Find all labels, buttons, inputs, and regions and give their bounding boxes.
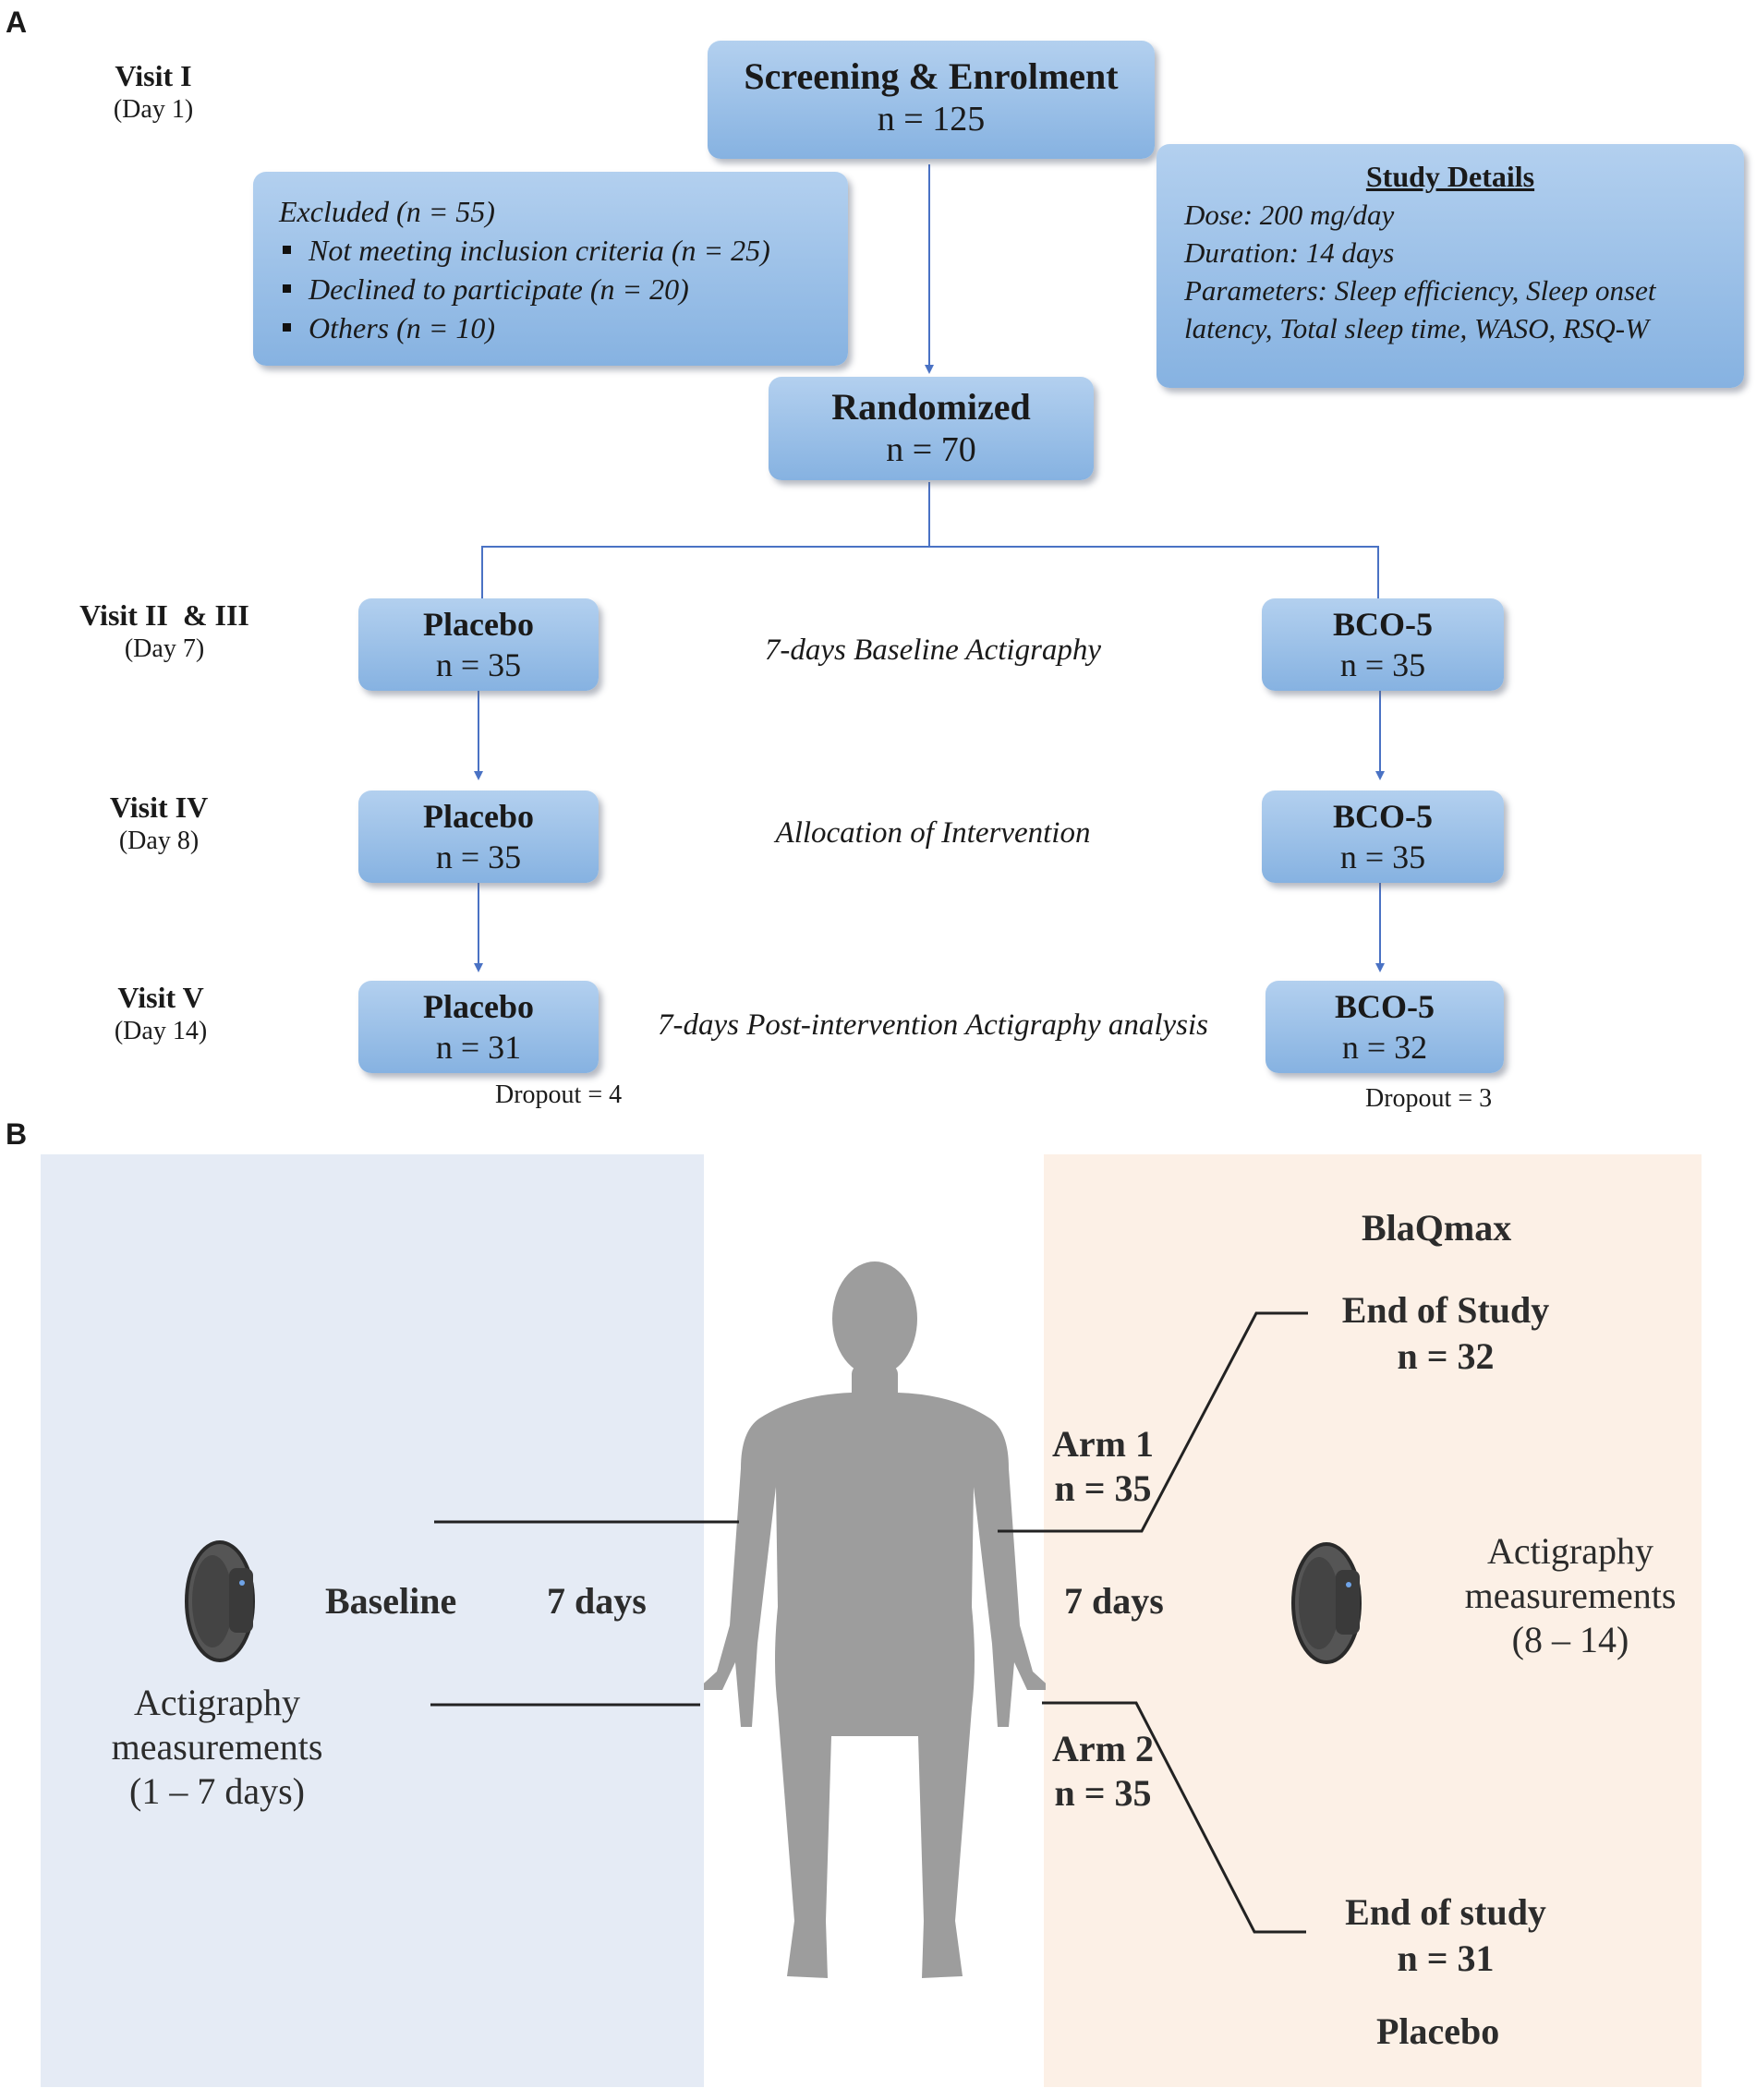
excluded-box: Excluded (n = 55) Not meeting inclusion …	[253, 172, 848, 366]
intervention-days-label: 7 days	[1064, 1580, 1164, 1622]
arm-2-n: n = 35	[1054, 1772, 1152, 1814]
screening-n: n = 125	[877, 100, 986, 139]
placebo-n: n = 31	[435, 1029, 522, 1066]
phase-post-label: 7-days Post-intervention Actigraphy anal…	[657, 1008, 1209, 1042]
actigraphy-band-icon	[1291, 1542, 1362, 1664]
arm-1-label: Arm 1	[1052, 1423, 1154, 1465]
bco-n: n = 32	[1341, 1029, 1428, 1066]
arm-2-label-group: Arm 2 n = 35	[1038, 1727, 1168, 1816]
placebo-n: n = 35	[435, 646, 522, 683]
flow-connectors	[474, 164, 1385, 972]
intervention-measure-line-3: (8 – 14)	[1511, 1619, 1629, 1660]
bco-n: n = 35	[1339, 646, 1426, 683]
excluded-item: Not meeting inclusion criteria (n = 25)	[283, 231, 848, 270]
end-1-label: End of Study	[1341, 1289, 1550, 1331]
intervention-region	[1044, 1154, 1702, 2087]
actigraphy-band-icon	[185, 1540, 255, 1662]
placebo-n: n = 35	[435, 839, 522, 875]
end-2-label: End of study	[1345, 1891, 1546, 1933]
study-dose: Dose: 200 mg/day	[1184, 199, 1395, 231]
arm-2-line	[1042, 1701, 1306, 1934]
excluded-item: Others (n = 10)	[283, 308, 848, 347]
bco-name: BCO-5	[1335, 988, 1435, 1025]
brand-label: BlaQmax	[1362, 1207, 1512, 1249]
bco-box-allocation: BCO-5 n = 35	[1262, 791, 1504, 883]
excluded-title: Excluded (n = 55)	[279, 195, 495, 228]
baseline-measure-line-3: (1 – 7 days)	[129, 1770, 305, 1812]
end-2-n: n = 31	[1397, 1937, 1495, 1979]
screening-title: Screening & Enrolment	[744, 55, 1119, 97]
end-1-n: n = 32	[1397, 1335, 1495, 1377]
placebo-name: Placebo	[423, 988, 534, 1025]
visit-4-label: Visit V (Day 14)	[41, 981, 281, 1046]
study-parameters-line-1: Parameters: Sleep efficiency, Sleep onse…	[1184, 274, 1656, 307]
placebo-name: Placebo	[423, 606, 534, 643]
visit-4-day: (Day 14)	[114, 1017, 208, 1045]
placebo-box-baseline: Placebo n = 35	[358, 598, 599, 691]
end-of-study-arm-2: End of study n = 31	[1312, 1889, 1580, 1982]
visit-1-label: Visit I (Day 1)	[33, 59, 273, 125]
randomized-title: Randomized	[831, 386, 1031, 428]
placebo-box-post: Placebo n = 31	[358, 981, 599, 1073]
intervention-measure-line-2: measurements	[1464, 1575, 1677, 1616]
dropout-bco: Dropout = 3	[1365, 1084, 1493, 1113]
dropout-placebo: Dropout = 4	[495, 1080, 623, 1109]
arm-1-line	[998, 1311, 1308, 1533]
baseline-region	[41, 1154, 704, 2087]
excluded-item: Declined to participate (n = 20)	[283, 270, 848, 308]
human-silhouette-icon	[704, 1261, 1046, 1978]
visit-3-day: (Day 8)	[118, 827, 200, 855]
study-parameters-line-2: latency, Total sleep time, WASO, RSQ-W	[1184, 312, 1649, 344]
screening-box: Screening & Enrolment n = 125	[708, 41, 1155, 159]
bco-box-baseline: BCO-5 n = 35	[1262, 598, 1504, 691]
panel-b-letter: B	[6, 1117, 28, 1151]
study-details-title: Study Details	[1365, 160, 1535, 193]
bco-name: BCO-5	[1333, 606, 1433, 643]
arm-lines	[430, 1311, 1308, 1934]
intervention-measure-line-1: Actigraphy	[1487, 1530, 1653, 1572]
visit-1-day: (Day 1)	[113, 95, 194, 124]
baseline-measure-line-1: Actigraphy	[134, 1682, 300, 1723]
phase-baseline-label: 7-days Baseline Actigraphy	[764, 634, 1102, 667]
bco-name: BCO-5	[1333, 798, 1433, 835]
bco-n: n = 35	[1339, 839, 1426, 875]
excluded-list: Not meeting inclusion criteria (n = 25) …	[279, 231, 848, 347]
visit-2-title: Visit II & III	[79, 598, 249, 632]
visit-4-title: Visit V	[117, 981, 204, 1014]
arm-2-label: Arm 2	[1052, 1728, 1154, 1769]
visit-3-label: Visit IV (Day 8)	[39, 791, 279, 856]
study-details-box: Study Details Dose: 200 mg/day Duration:…	[1157, 144, 1744, 388]
baseline-days-label: 7 days	[547, 1580, 647, 1622]
panel-a-letter: A	[6, 6, 28, 39]
placebo-name: Placebo	[423, 798, 534, 835]
baseline-measurements: Actigraphy measurements (1 – 7 days)	[92, 1681, 342, 1814]
study-duration: Duration: 14 days	[1184, 236, 1395, 269]
placebo-box-allocation: Placebo n = 35	[358, 791, 599, 883]
visit-3-title: Visit IV	[109, 791, 209, 824]
randomized-n: n = 70	[886, 430, 976, 469]
arm-1-n: n = 35	[1054, 1467, 1152, 1509]
arm-1-label-group: Arm 1 n = 35	[1038, 1422, 1168, 1511]
baseline-measure-line-2: measurements	[111, 1726, 323, 1768]
end-of-study-arm-1: End of Study n = 32	[1312, 1287, 1580, 1380]
bco-box-post: BCO-5 n = 32	[1266, 981, 1504, 1073]
intervention-measurements: Actigraphy measurements (8 – 14)	[1441, 1529, 1700, 1662]
randomization-branch-line	[481, 482, 1379, 598]
visit-2-label: Visit II & III (Day 7)	[44, 598, 285, 664]
randomized-box: Randomized n = 70	[769, 377, 1094, 480]
visit-1-title: Visit I	[115, 59, 192, 92]
placebo-arm-label: Placebo	[1376, 2010, 1500, 2052]
visit-2-day: (Day 7)	[124, 634, 205, 663]
baseline-label: Baseline	[325, 1580, 457, 1622]
phase-allocation-label: Allocation of Intervention	[775, 816, 1091, 850]
